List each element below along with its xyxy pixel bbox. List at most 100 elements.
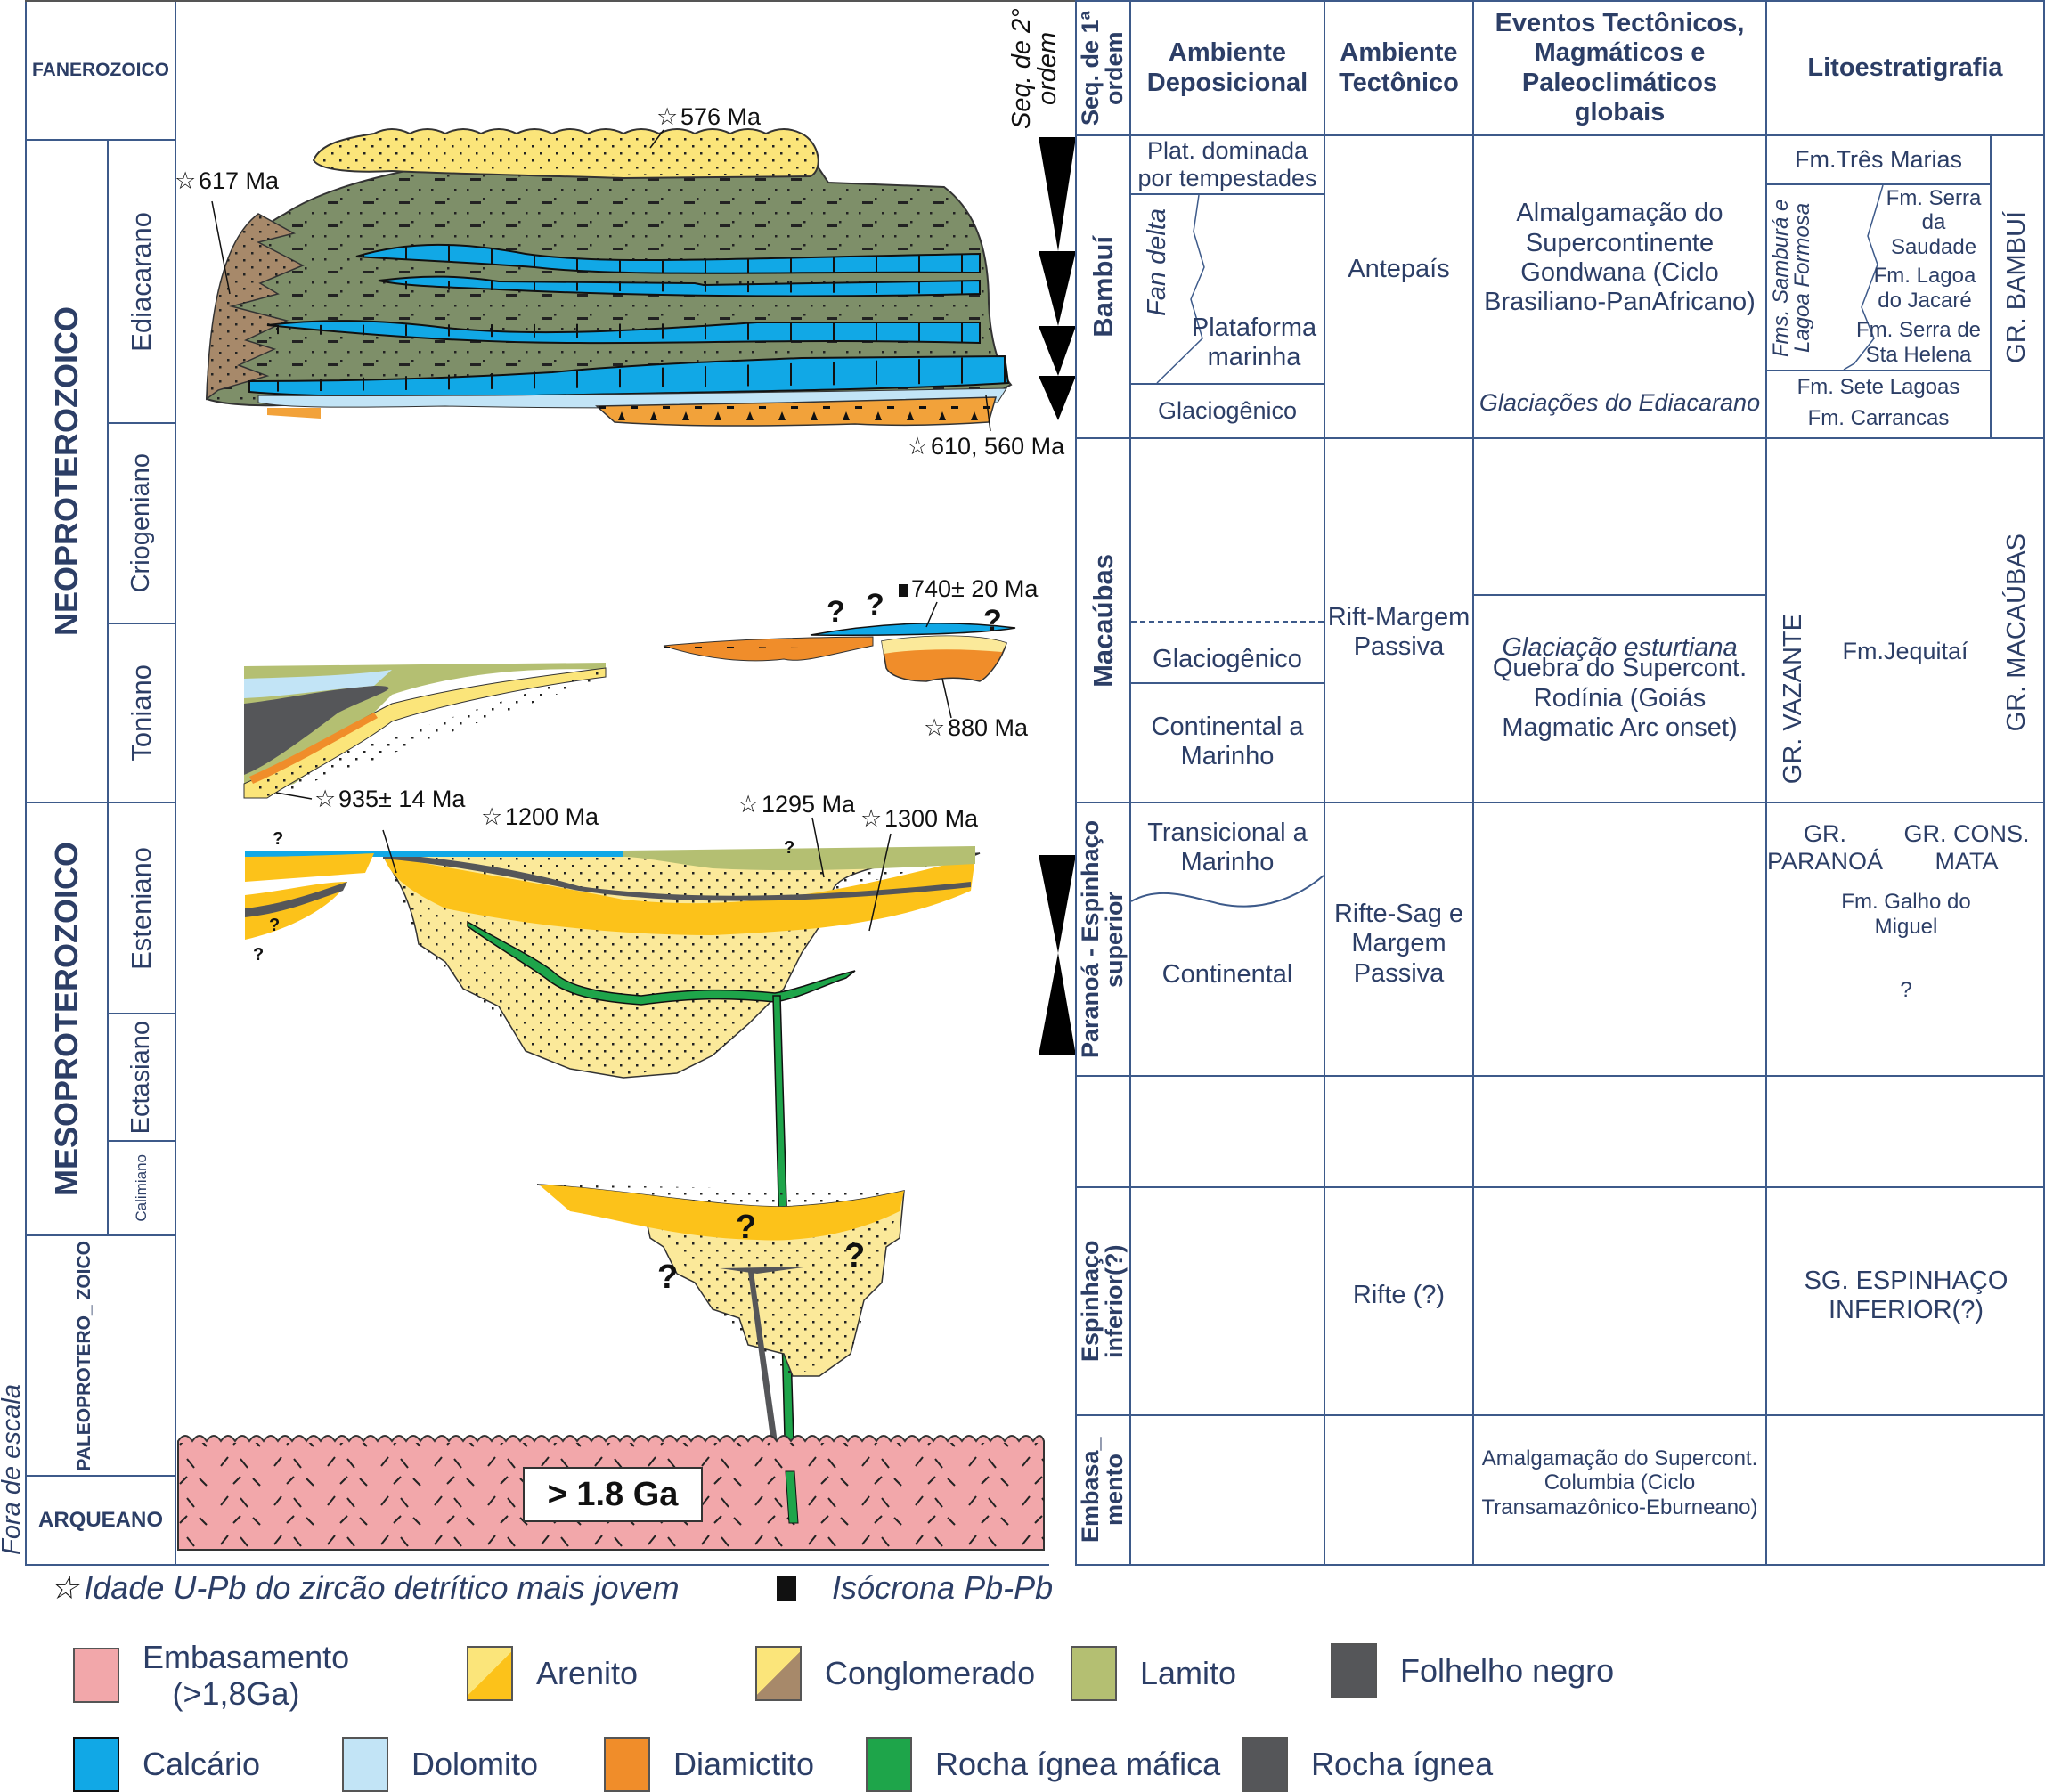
question-mark: ? [273,829,283,849]
dep-transicional-marinho: Transicional a Marinho [1147,818,1308,876]
isochron-square-icon [899,584,908,597]
seq1-bambui-label: Bambuí [1087,236,1119,338]
lito-gr-vazante-label: GR. VAZANTE [1779,614,1808,785]
seq2-column [1039,137,1076,1055]
seq1-embasamento: Embasa_ mento [1077,1416,1129,1564]
legend-label: Conglomerado [825,1655,1036,1692]
age-label: 1300 Ma [884,805,979,832]
grid-line [109,1013,175,1014]
age-star-icon: ☆ [737,791,759,818]
tect-rifte: Rifte (?) [1352,1281,1446,1310]
seq2-arrow-down [1039,326,1076,376]
question-mark: ? [866,588,884,622]
paranoa-lamito-top [623,846,975,871]
lito-serra-sta-helena: Fm. Serra de Sta Helena [1855,318,1982,367]
tect-rift-margem-passiva: Rift-Margem Passiva [1327,602,1471,661]
conglomerate-pattern-icon [755,1646,802,1701]
tect-rifte-sag: Rifte-Sag e Margem Passiva [1333,899,1464,988]
age-star-icon: ☆ [656,103,678,130]
age-label: 1295 Ma [762,791,856,818]
question-mark: ? [736,1209,756,1246]
grid-line [107,140,109,1235]
legend-item-folhelho: Folhelho negro [1331,1643,1614,1698]
dep-continental: Continental [1161,960,1293,990]
legend-label: Lamito [1140,1655,1237,1692]
seq1-embasamento-label: Embasa_ mento [1076,1437,1128,1544]
legend-star-label: Idade U-Pb do zircão detrítico mais jove… [84,1569,680,1606]
seq1-paranoa: Paranoá - Espinhaço superior [1077,803,1129,1075]
eon-arqueano: ARQUEANO [37,1508,163,1533]
basement-label-box [523,1467,703,1522]
legend-label: Rocha ígnea máfica [935,1746,1221,1783]
dep-fan-delta-label: Fan delta [1143,208,1172,316]
legend-label: Embasamento (>1,8Ga) [143,1639,350,1713]
tect-antepais: Antepaís [1348,255,1450,284]
dep-glaciogenico-bambui: Glaciogênico [1157,396,1298,424]
lito-tres-marias: Fm.Três Marias [1795,145,1962,173]
age-star-icon: ☆ [314,786,336,812]
seq1-paranoa-label: Paranoá - Espinhaço superior [1076,819,1128,1059]
lito-gr-vazante: GR. VAZANTE [1767,597,1821,802]
legend-star-note: ☆ Idade U-Pb do zircão detrítico mais jo… [50,1569,680,1607]
grid-line [175,0,176,1566]
legend-item-lamito: Lamito [1071,1646,1236,1701]
lito-galho-miguel: Fm. Galho do Miguel [1841,890,1971,939]
seq2-arrow-down [1039,251,1076,326]
lito-gr-macaubas-label: GR. MACAÚBAS [2002,533,2032,732]
legend-item-diamictito: Diamictito [604,1737,814,1792]
legend-label: Rocha ígnea [1311,1746,1494,1783]
grid-line [25,0,1076,2]
age-label: 1200 Ma [505,803,599,830]
dep-glaciogenico-macaubas: Glaciogênico [1153,645,1302,674]
seq2-arrow-up [1039,953,1076,1055]
dep-plat-tempestades: Plat. dominada por tempestades [1137,136,1317,191]
mudstone-pattern-icon [1071,1646,1117,1701]
lito-sete-lagoas: Fm. Sete Lagoas [1797,375,1960,400]
header-seq1: Seq. de 1ª ordem [1077,2,1129,134]
age-star-icon: ☆ [481,803,502,830]
age-star-icon: ☆ [907,433,928,460]
grid-line [109,422,175,424]
events-columbia: Amalgamação do Supercont. Columbia (Cicl… [1481,1446,1758,1519]
question-mark: ? [253,945,264,965]
legend-label: Folhelho negro [1400,1652,1615,1690]
diamictite-pattern-icon [604,1737,650,1792]
question-mark: ? [269,916,280,935]
paranoa-left-shale [245,882,347,917]
legend-label: Dolomito [411,1746,539,1783]
question-mark: ? [784,838,794,858]
dep-plataforma-marinha: Plataforma marinha [1191,313,1317,371]
legend-item-conglomerado: Conglomerado [755,1646,1035,1701]
age-label: 740± 20 Ma [911,575,1039,602]
seq1-macaubas-label: Macaúbas [1087,553,1119,688]
grid-line [25,1475,176,1477]
limestone-pattern-icon [73,1737,119,1792]
espinhaco-section [536,1184,905,1525]
legend-label: Arenito [536,1655,639,1692]
lito-serra-saudade: Fm. Serra da Saudade [1886,185,1982,259]
lito-carrancas: Fm. Carrancas [1807,406,1950,431]
bambui-diamictito [267,408,321,419]
arenito-cap [882,636,1006,654]
lito-question: ? [1900,978,1912,1003]
question-marks: ? ? ? ? ? ? ? ? ? ? [253,588,1002,1296]
header-ambiente-tectonico: Ambiente Tectônico [1339,38,1459,97]
seq2-arrow-down [1039,137,1076,251]
events-glaciacoes-ediacarano: Glaciações do Ediacarano [1479,389,1761,417]
grid-line [109,1140,175,1142]
lito-gr-paranoa: GR. PARANOÁ [1766,819,1884,875]
question-mark: ? [657,1258,678,1296]
grid-line [109,623,175,624]
star-icon: ☆ [50,1569,79,1606]
black-shale-pattern-icon [1331,1643,1377,1698]
lito-gr-bambui-label: GR. BAMBUÍ [2002,210,2032,363]
age-star-icon: ☆ [175,167,196,194]
age-star-icon: ☆ [860,805,882,832]
legend-item-rocha-ignea: Rocha ígnea [1242,1737,1493,1792]
legend-label: Calcário [143,1746,261,1783]
header-eventos: Eventos Tectônicos, Magmáticos e Paleocl… [1495,8,1745,126]
seq2-arrow-down [1039,855,1076,953]
legend-square-label: Isócrona Pb-Pb [832,1569,1054,1606]
mafic-igneous-pattern-icon [866,1737,912,1792]
